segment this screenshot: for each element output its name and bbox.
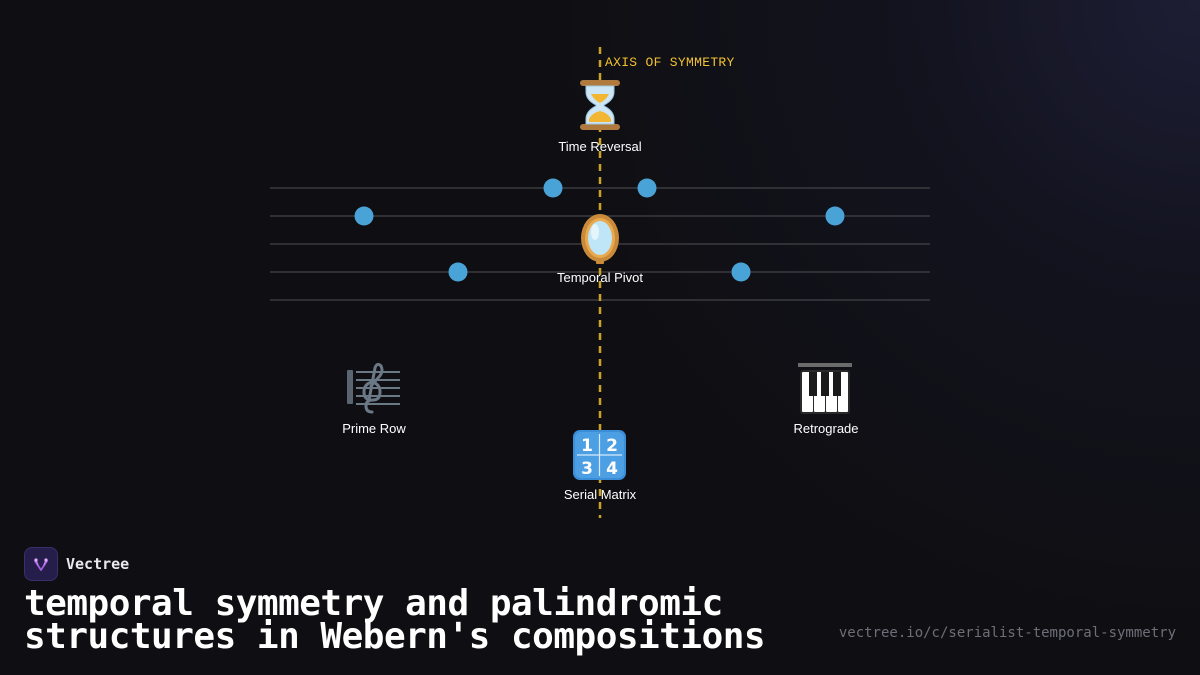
note-dot [731,262,751,282]
piano-keys-icon [798,363,852,414]
axis-label: AXIS OF SYMMETRY [605,55,735,70]
note-dot [543,178,563,198]
svg-text:4: 4 [606,459,618,479]
node-retrograde: Retrograde [793,363,859,436]
vectree-logo-icon [24,547,58,581]
node-label-prime-row: Prime Row [342,421,406,436]
numbers-1234-icon: 1 2 3 4 [573,430,626,480]
page-title: temporal symmetry and palindromic struct… [24,583,766,657]
note-dot [825,206,845,226]
note-dot [448,262,468,282]
node-prime-row: Prime Row [342,362,406,436]
hourglass-icon [580,80,620,130]
notes [354,178,845,282]
mirror-icon [581,214,619,264]
note-dot [354,206,374,226]
svg-text:1: 1 [581,436,593,456]
note-dot [637,178,657,198]
page-url: vectree.io/c/serialist-temporal-symmetry [838,625,1176,641]
node-label-retrograde: Retrograde [793,421,858,436]
node-label-time-reversal: Time Reversal [558,139,641,154]
musical-score-icon [347,362,400,414]
node-temporal-pivot: Temporal Pivot [557,214,643,285]
footer: Vectree temporal symmetry and palindromi… [24,547,824,657]
node-time-reversal: Time Reversal [558,80,642,154]
node-serial-matrix: 1 2 3 4 Serial Matrix [564,430,637,502]
node-label-temporal-pivot: Temporal Pivot [557,270,643,285]
brand-name: Vectree [66,555,130,573]
svg-text:3: 3 [581,459,593,479]
brand: Vectree [24,547,824,581]
node-label-serial-matrix: Serial Matrix [564,487,637,502]
svg-text:2: 2 [606,436,618,456]
